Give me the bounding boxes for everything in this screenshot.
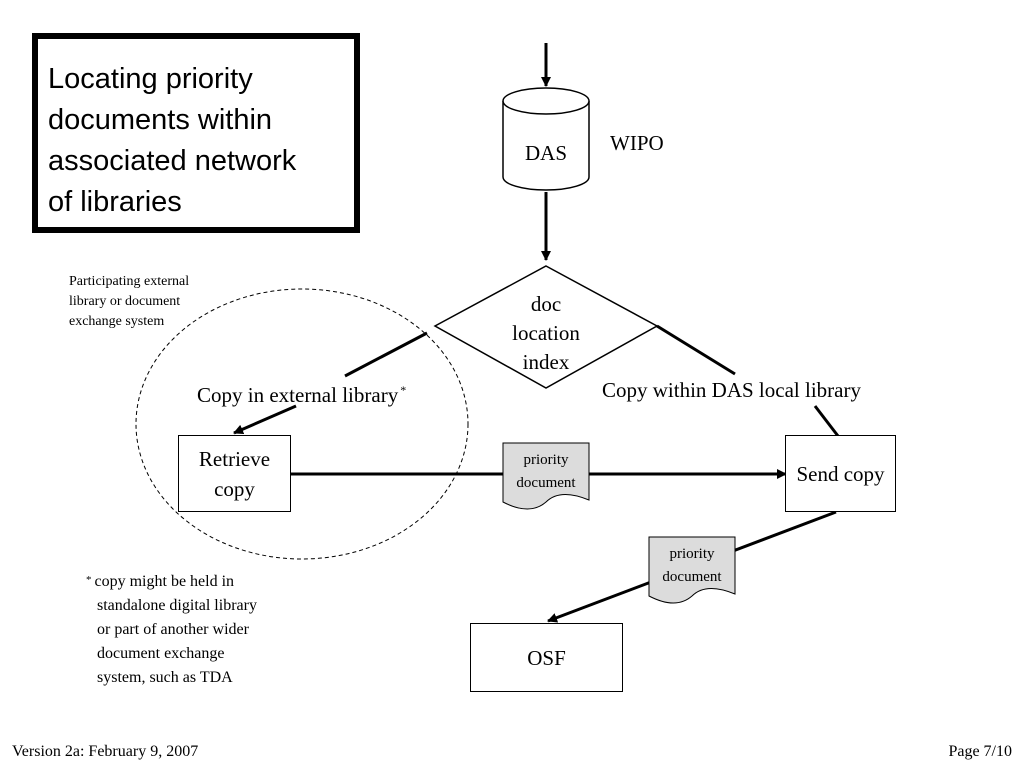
copy-within-das-label: Copy within DAS local library [602,378,861,402]
footer-version: Version 2a: February 9, 2007 [12,743,199,760]
priority-document-shape-1 [502,442,590,510]
priority-document-label-1: priority document [516,452,576,491]
title-box: Locating priority documents within assoc… [32,33,360,233]
left-to-retrieve-arrow [233,404,297,435]
external-system-ellipse [135,288,469,560]
send-copy-box: Send copy [785,435,896,512]
copy-in-external-library-label: Copy in external library* [197,383,407,407]
retrieve-copy-box: Retrieve copy [178,435,291,512]
right-to-send-line [813,405,840,437]
priority-document-shape-2 [648,536,736,604]
left-branch-line [344,331,428,378]
doc-location-index-diamond [433,265,659,389]
footnote-star: * [86,574,92,586]
footer-page-number: Page 7/10 [948,743,1012,760]
priority-document-label-2: priority document [662,546,722,585]
das-cylinder [502,87,590,191]
das-label: DAS [524,141,567,165]
right-branch-line [656,324,736,376]
wipo-label: WIPO [610,131,664,155]
doc-location-index-label: doc location index [512,292,580,374]
page-title: Locating priority documents within assoc… [48,63,297,218]
footnote-marker: * [400,383,407,397]
footnote: *copy might be held in standalone digita… [86,573,257,686]
osf-box: OSF [470,623,623,692]
external-system-note: Participating external library or docume… [69,274,190,329]
